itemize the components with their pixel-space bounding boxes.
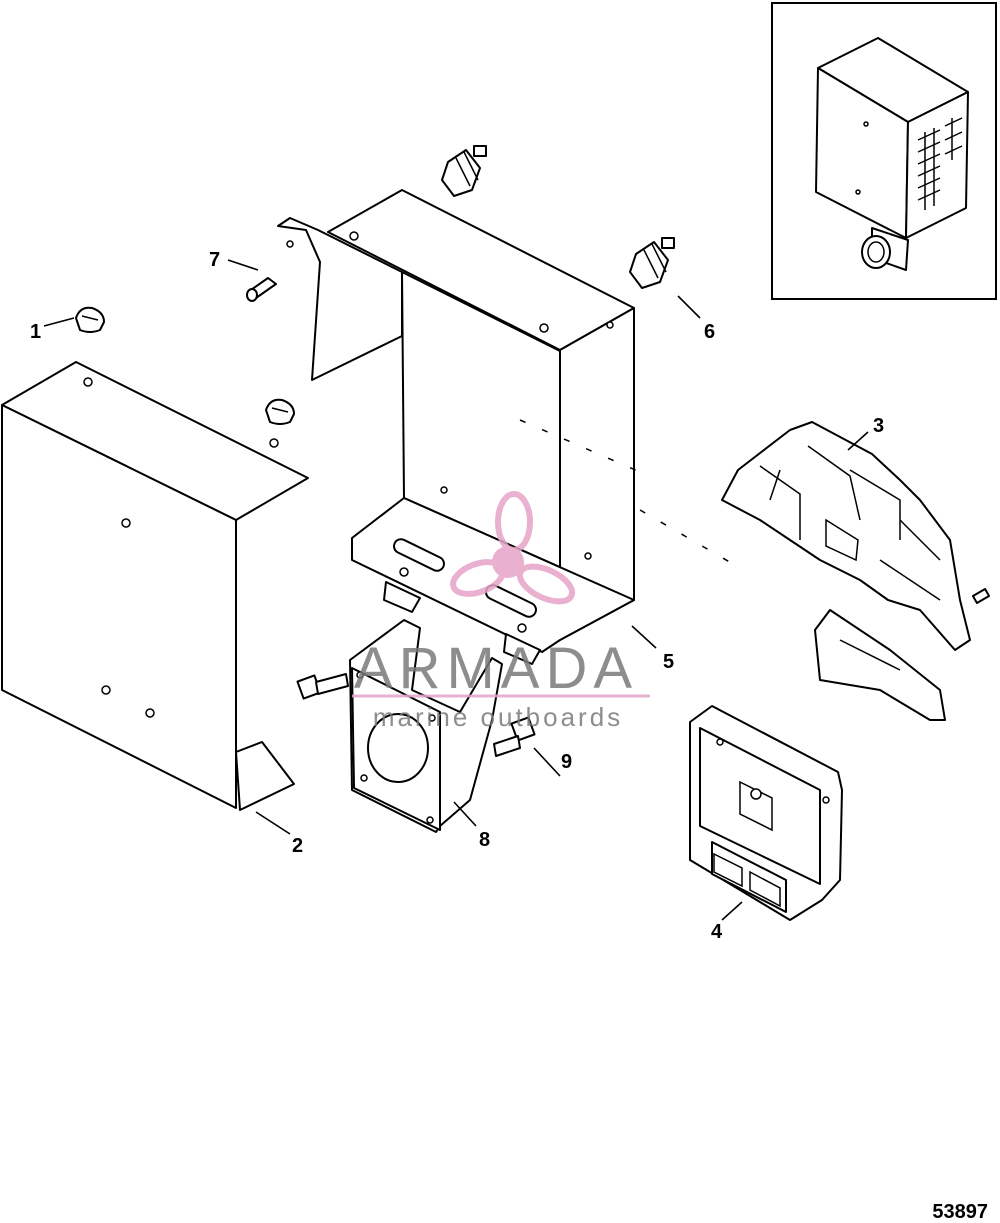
part-6-grommet [441,145,487,197]
part-1-screw [75,306,105,333]
part-2-cover [1,361,309,811]
part-5-bracket [277,189,635,665]
leader-lines [43,259,869,921]
watermark-tagline: marine outboards [373,702,623,732]
watermark: ARMADA marine outboards [352,491,650,732]
callout-2: 2 [292,835,303,857]
part-1-screw-2 [265,398,295,425]
callout-9: 9 [561,751,572,773]
callouts: 1 2 3 4 5 6 7 8 9 [30,249,884,943]
part-4-ecm [689,705,843,921]
callout-8: 8 [479,829,490,851]
callout-4: 4 [711,921,723,943]
callout-6: 6 [704,321,715,343]
figure-number: 53897 [932,1201,988,1223]
callout-5: 5 [663,651,674,673]
part-6-grommet-2 [629,237,675,289]
part-9-bolt-2 [493,716,536,757]
part-3-harness-holder [721,421,991,721]
callout-7: 7 [209,249,220,271]
propeller-logo-icon [450,491,576,605]
assembly-line [639,509,741,569]
part-9-bolt [296,673,349,700]
callout-3: 3 [873,415,884,437]
inset-assembly-view [771,2,997,300]
part-7-pin [246,277,277,302]
callout-1: 1 [30,321,41,343]
watermark-brand: ARMADA [354,636,638,701]
